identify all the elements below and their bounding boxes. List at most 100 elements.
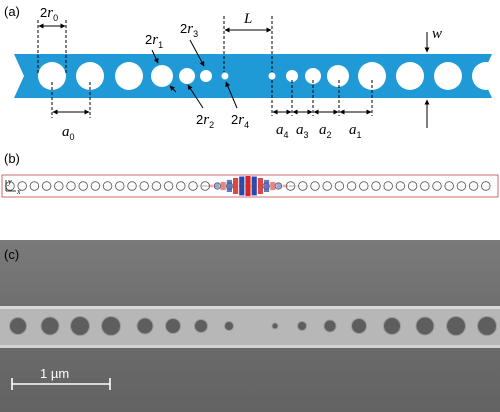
sem-hole (195, 320, 207, 332)
field-lobe (214, 183, 220, 189)
air-hole (472, 62, 500, 90)
label-L: L (243, 11, 252, 27)
sim-hole (102, 181, 113, 191)
field-lobe (202, 185, 208, 187)
sim-hole (176, 181, 186, 191)
sim-hole (468, 181, 479, 191)
sim-hole (371, 181, 381, 191)
panel-b-label: (b) (4, 151, 20, 166)
air-hole (268, 72, 276, 80)
sim-hole (407, 181, 418, 191)
sim-hole (456, 181, 467, 191)
sem-hole (10, 318, 26, 334)
sim-hole (262, 182, 270, 190)
sim-hole (115, 181, 125, 191)
sim-hole (359, 181, 369, 191)
sem-hole (324, 320, 336, 332)
sim-hole (383, 181, 393, 191)
label-2r2: 2r2 (196, 112, 214, 130)
sem-hole (102, 317, 120, 335)
label-a1: a1 (349, 122, 362, 140)
sem-hole (225, 322, 233, 330)
sem-hole (478, 317, 496, 335)
air-hole (115, 62, 143, 90)
sem-hole (137, 318, 153, 334)
air-hole (358, 62, 386, 90)
label-a3: a3 (296, 122, 309, 140)
sim-hole (17, 181, 27, 191)
sim-hole (78, 181, 88, 191)
mode-field-profile (195, 176, 301, 196)
field-lobe (264, 179, 270, 192)
sim-hole (310, 181, 320, 191)
air-hole (396, 62, 424, 90)
sim-hole (90, 181, 101, 191)
sim-hole (163, 181, 174, 191)
axis-y-label: y (7, 177, 12, 186)
sim-hole (420, 181, 430, 191)
sim-hole (285, 181, 296, 191)
sem-hole (384, 318, 400, 334)
air-hole (434, 62, 462, 90)
air-hole (200, 70, 212, 82)
air-hole (179, 68, 195, 84)
sem-hole (272, 323, 278, 329)
sim-hole (151, 181, 162, 191)
air-hole (221, 72, 229, 80)
sim-hole (29, 181, 40, 191)
air-hole-array (38, 62, 500, 90)
field-lobe (245, 176, 251, 196)
label-2r0: 2r0 (40, 5, 58, 23)
sim-hole (239, 183, 245, 189)
air-hole (305, 68, 321, 84)
sem-hole (71, 317, 89, 335)
field-lobe (295, 185, 301, 187)
sim-hole (127, 181, 137, 191)
air-hole (151, 65, 173, 87)
label-w: w (432, 26, 442, 42)
field-lobe (282, 184, 288, 188)
sim-hole (54, 181, 64, 191)
sem-hole-array (9, 316, 497, 336)
field-lobe (276, 183, 282, 189)
field-lobe (226, 179, 232, 192)
sem-hole (416, 317, 434, 335)
sim-hole (213, 182, 221, 190)
sim-hole (251, 183, 257, 189)
sim-hole (274, 182, 282, 190)
sim-hole (346, 181, 357, 191)
sem-hole (41, 317, 59, 335)
label-2r3: 2r3 (180, 21, 198, 39)
label-2r4: 2r4 (231, 112, 249, 130)
field-lobe (251, 176, 257, 196)
sim-hole (226, 182, 234, 190)
sim-hole (139, 181, 149, 191)
sim-hole (66, 181, 76, 191)
field-lobe (288, 185, 294, 187)
field-lobe (233, 178, 239, 194)
scale-bar-label: 1 µm (40, 366, 69, 381)
sim-hole (432, 181, 442, 191)
sim-hole (481, 181, 491, 191)
air-hole (327, 65, 349, 87)
sim-hole (322, 181, 332, 191)
sem-hole (298, 322, 306, 330)
air-hole (76, 62, 104, 90)
field-lobe (270, 181, 276, 191)
label-a4: a4 (276, 122, 289, 140)
field-lobe (239, 176, 245, 196)
field-lobe (195, 185, 201, 187)
sem-hole (166, 319, 180, 333)
sem-hole (352, 319, 366, 333)
sim-hole (200, 181, 210, 191)
air-hole (38, 62, 66, 90)
field-lobe (220, 181, 226, 191)
sem-hole (447, 317, 465, 335)
sim-hole (334, 181, 345, 191)
sim-hole (298, 181, 308, 191)
panel-c-label: (c) (4, 247, 19, 262)
sim-hole (395, 181, 406, 191)
field-lobe (257, 178, 263, 194)
air-hole (286, 70, 298, 82)
sim-hole (41, 181, 52, 191)
